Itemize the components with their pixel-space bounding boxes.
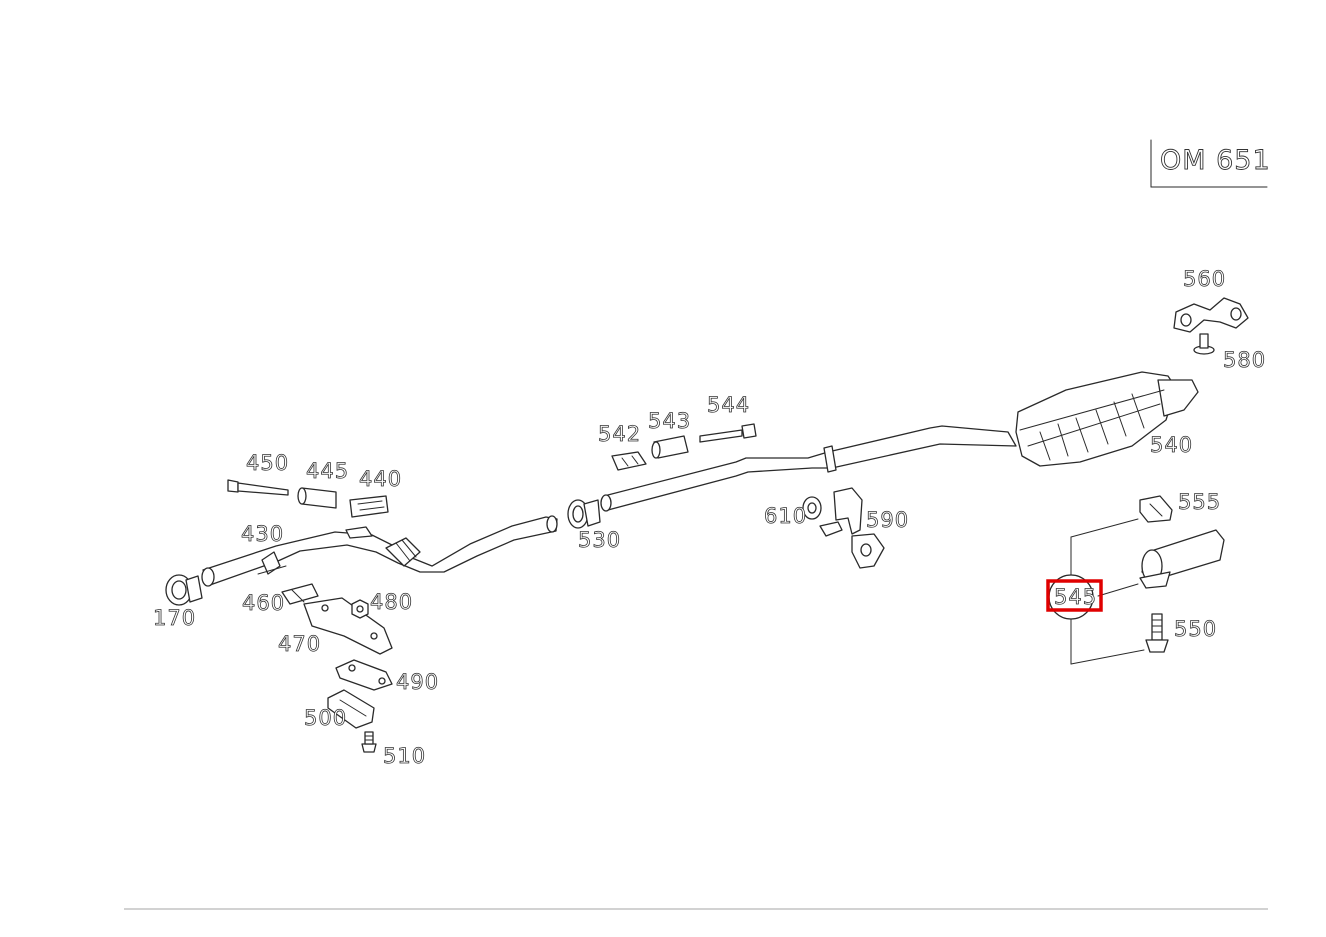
model-label: OM 651	[1160, 145, 1271, 176]
nut-480[interactable]	[351, 599, 369, 619]
callout-530[interactable]: 530	[578, 528, 621, 553]
clip-555[interactable]	[1139, 495, 1173, 523]
mounting-plate-470[interactable]	[303, 597, 393, 655]
callout-544[interactable]: 544	[707, 393, 750, 418]
callout-445[interactable]: 445	[306, 459, 349, 484]
callout-580[interactable]: 580	[1223, 348, 1266, 373]
model-label-box: OM 651	[1150, 139, 1271, 188]
plate-490[interactable]	[335, 659, 393, 691]
callout-440[interactable]: 440	[359, 467, 402, 492]
callout-500[interactable]: 500	[304, 706, 347, 731]
callout-460[interactable]: 460	[242, 591, 285, 616]
sleeve-543[interactable]	[651, 435, 689, 459]
rubber-mount-610[interactable]	[802, 496, 822, 520]
bolt-450[interactable]	[227, 479, 289, 496]
callout-480[interactable]: 480	[370, 590, 413, 615]
callout-550[interactable]: 550	[1174, 617, 1217, 642]
callout-543[interactable]: 543	[648, 409, 691, 434]
callout-555[interactable]: 555	[1178, 490, 1221, 515]
front-pipe-430[interactable]	[201, 515, 558, 587]
clamp-530[interactable]	[567, 499, 601, 529]
bracket-542[interactable]	[611, 451, 647, 471]
bolt-580[interactable]	[1193, 333, 1215, 355]
callout-540[interactable]: 540	[1150, 433, 1193, 458]
callout-590[interactable]: 590	[866, 508, 909, 533]
clamp-170[interactable]	[165, 574, 203, 606]
callout-490[interactable]: 490	[396, 670, 439, 695]
callout-470[interactable]: 470	[278, 632, 321, 657]
screw-550[interactable]	[1145, 613, 1169, 653]
callout-610[interactable]: 610	[764, 504, 807, 529]
callout-545[interactable]: 545	[1054, 585, 1097, 610]
detail-group-545	[1048, 518, 1145, 665]
callout-430[interactable]: 430	[241, 522, 284, 547]
callout-170[interactable]: 170	[153, 606, 196, 631]
rear-silencer-540[interactable]	[1015, 371, 1199, 467]
hanger-560[interactable]	[1173, 297, 1249, 333]
callout-542[interactable]: 542	[598, 422, 641, 447]
plate-500[interactable]	[327, 689, 375, 729]
sleeve-445[interactable]	[297, 487, 337, 509]
bracket-440[interactable]	[349, 495, 389, 518]
callout-560[interactable]: 560	[1183, 267, 1226, 292]
selected-callout-highlight	[1046, 579, 1103, 612]
intermediate-pipe[interactable]	[600, 425, 1017, 512]
callout-510[interactable]: 510	[383, 744, 426, 769]
bolt-544[interactable]	[699, 423, 757, 443]
tailpipe-trim-545[interactable]	[1139, 529, 1225, 589]
bracket-460[interactable]	[281, 583, 319, 605]
callout-450[interactable]: 450	[246, 451, 289, 476]
bolt-510[interactable]	[361, 731, 377, 753]
hanger-bracket-590[interactable]	[819, 487, 885, 569]
